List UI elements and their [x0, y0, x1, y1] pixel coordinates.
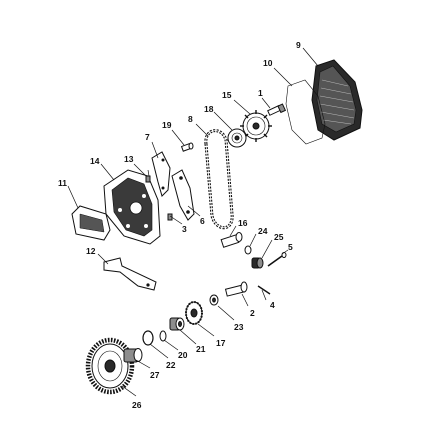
crank-shaft-part	[224, 281, 248, 297]
cover-gasket-part	[285, 79, 326, 145]
bracket-part	[103, 257, 157, 291]
hub-part	[123, 348, 143, 363]
timing-cover-part	[311, 59, 363, 141]
callout-26: 26	[132, 400, 142, 410]
callout-24: 24	[258, 226, 268, 236]
spacer-part	[169, 317, 185, 331]
seal-part	[159, 330, 167, 342]
callout-16: 16	[238, 218, 248, 228]
callout-23: 23	[234, 322, 244, 332]
callout-1: 1	[258, 88, 263, 98]
screw-5-part	[267, 252, 287, 267]
callout-25: 25	[274, 232, 284, 242]
crank-sprocket-part	[185, 301, 203, 325]
callout-18: 18	[204, 104, 214, 114]
cam-sprocket-part	[240, 110, 272, 142]
callout-5: 5	[288, 242, 293, 252]
callout-6: 6	[200, 216, 205, 226]
callout-8: 8	[188, 114, 193, 124]
callout-22: 22	[166, 360, 176, 370]
roll-pin-part	[257, 285, 271, 295]
callout-21: 21	[196, 344, 206, 354]
callout-11: 11	[58, 178, 67, 188]
bushing-part	[251, 257, 264, 269]
callout-numbers: 1 2 3 4 5 6 7 8 9 10 11 12 13 14 15 16 1…	[58, 40, 301, 410]
chain-guide-part	[151, 151, 171, 197]
shaft-part	[220, 232, 243, 248]
callout-15: 15	[222, 90, 232, 100]
washer-23-part	[209, 294, 219, 306]
baffle-plate-part	[71, 205, 111, 241]
o-ring-22-part	[142, 330, 154, 346]
dowel-pin-part	[180, 142, 194, 152]
callout-20: 20	[178, 350, 188, 360]
callout-19: 19	[162, 120, 172, 130]
o-ring-part	[244, 245, 252, 255]
ring-gear-part	[85, 337, 135, 395]
timing-chain-part	[204, 129, 234, 230]
callout-12: 12	[86, 246, 96, 256]
tensioner-arm-part	[171, 169, 195, 221]
callout-17: 17	[216, 338, 226, 348]
cam-bolt-part	[267, 103, 287, 116]
callout-10: 10	[263, 58, 273, 68]
callout-7: 7	[145, 132, 150, 142]
idler-sprocket-part	[227, 128, 247, 148]
timing-case-part	[103, 169, 161, 245]
callout-3: 3	[182, 224, 187, 234]
callout-13: 13	[124, 154, 134, 164]
callout-9: 9	[296, 40, 301, 50]
leader-lines	[67, 47, 319, 397]
callout-27: 27	[150, 370, 160, 380]
callout-4: 4	[270, 300, 275, 310]
callout-14: 14	[90, 156, 100, 166]
callout-2: 2	[250, 308, 255, 318]
